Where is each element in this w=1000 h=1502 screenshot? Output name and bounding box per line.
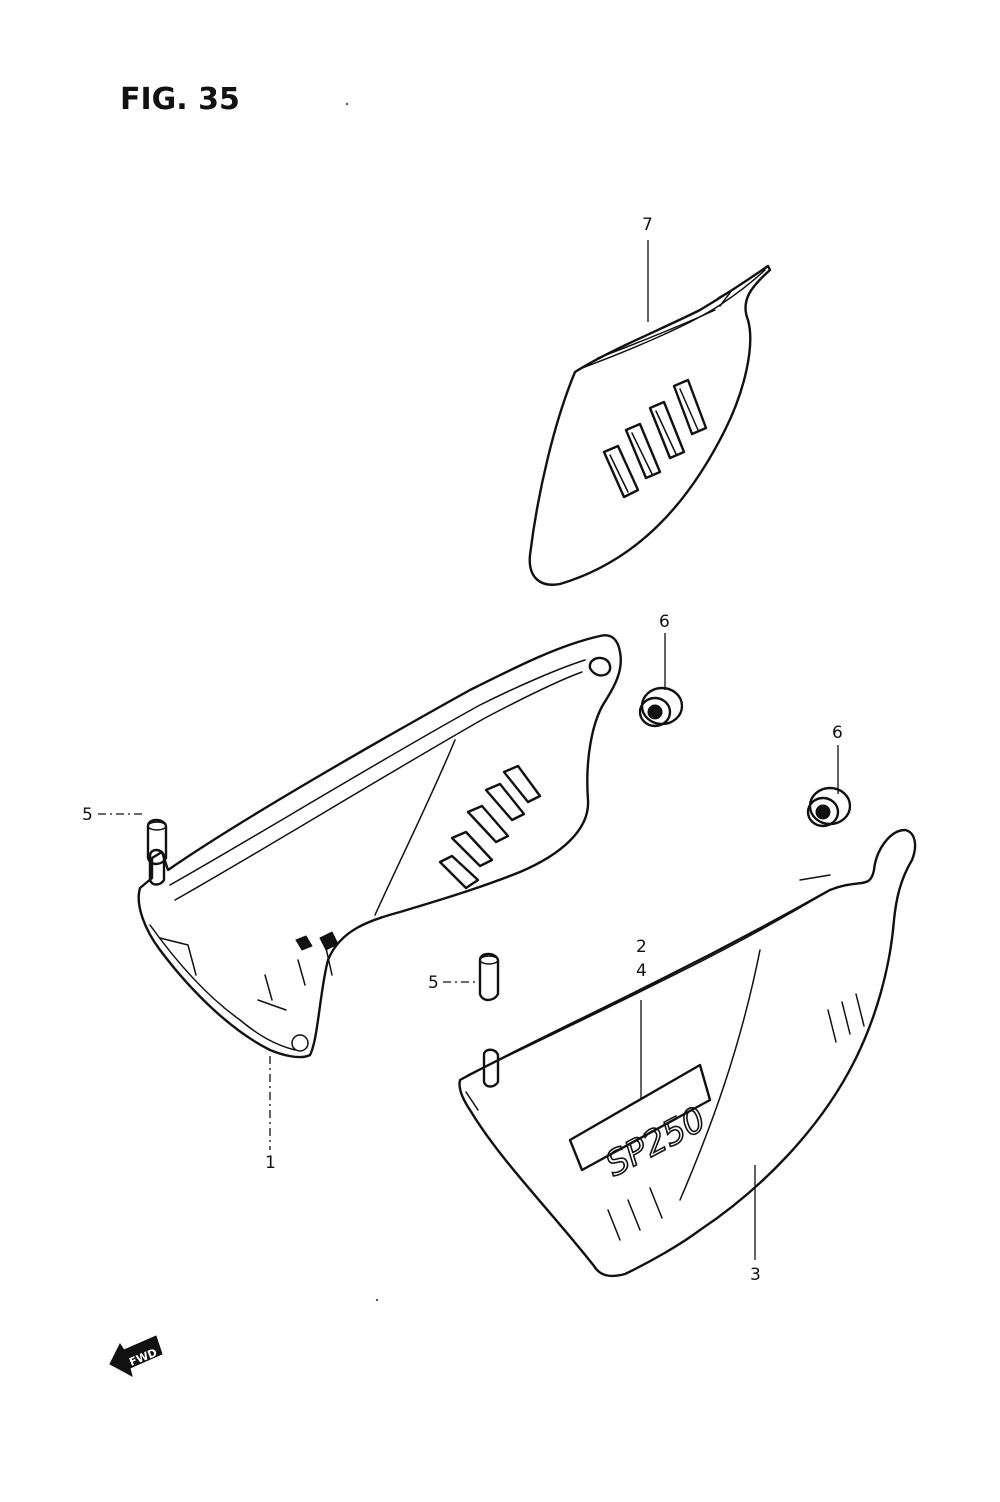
- part-7-side-cover-upper: [528, 264, 772, 586]
- part-6-grommet-upper: [638, 686, 684, 728]
- leader-lines: [98, 240, 839, 1260]
- scan-speck: [375, 1298, 379, 1302]
- callout-5-left: 5: [82, 805, 93, 825]
- part-1-vent-slots: [438, 764, 542, 890]
- figure-title: FIG. 35: [120, 82, 240, 117]
- callout-6-upper: 6: [659, 612, 670, 632]
- callout-7: 7: [642, 215, 653, 235]
- callout-1: 1: [265, 1153, 276, 1173]
- part-3-side-cover-right: SP250: [458, 828, 917, 1278]
- callout-5-center: 5: [428, 973, 439, 993]
- part-1-side-cover-left: [137, 634, 622, 1059]
- part-6-grommet-lower: [806, 786, 852, 828]
- callout-4: 4: [636, 961, 647, 981]
- part-5-plug-center: [478, 952, 500, 1002]
- callout-labels: 7 6 6 5 5 2 4 1 3: [82, 215, 843, 1285]
- part-5-plug-left: [146, 818, 168, 866]
- forward-direction-marker: FWD: [109, 1335, 163, 1377]
- scan-speck: [345, 102, 349, 106]
- part-3-vent-slots: [607, 993, 865, 1241]
- part-7-vent-slots: [602, 378, 708, 499]
- callout-3: 3: [750, 1265, 761, 1285]
- callout-2: 2: [636, 937, 647, 957]
- callout-6-lower: 6: [832, 723, 843, 743]
